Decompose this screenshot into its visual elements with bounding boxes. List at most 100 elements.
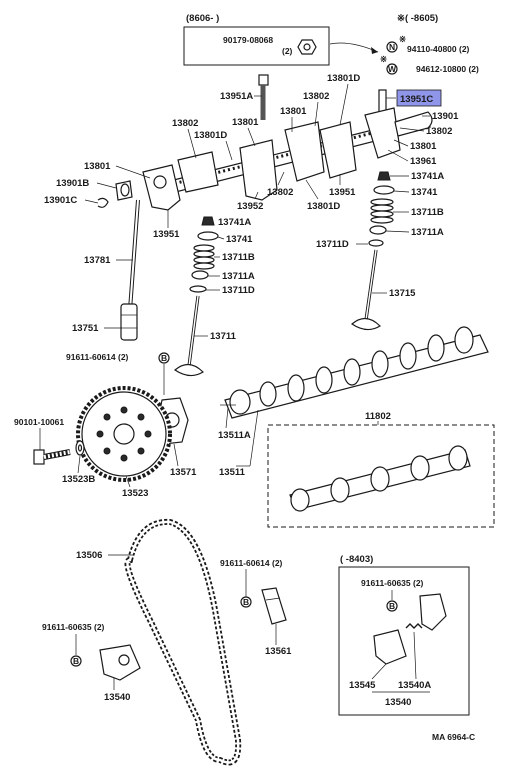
adjusting-screw-stud <box>258 74 269 120</box>
seal-right <box>368 239 384 247</box>
figure-code: MA 6964-C <box>432 732 475 742</box>
part-13511A[interactable]: 13511A <box>218 430 251 441</box>
part-13741A-a[interactable]: 13741A <box>218 217 251 228</box>
inset-box-bottom <box>338 566 470 716</box>
part-13801-b[interactable]: 13801 <box>232 117 259 128</box>
spring-seat-left <box>191 270 209 280</box>
part-13741-a[interactable]: 13741 <box>226 234 253 245</box>
part-13951-a[interactable]: 13951 <box>329 187 356 198</box>
bolt-90101-10061 <box>33 449 71 465</box>
part-13802-b[interactable]: 13802 <box>172 118 198 129</box>
part-13711A-a[interactable]: 13711A <box>222 271 255 282</box>
part-13711[interactable]: 13711 <box>210 331 237 342</box>
part-13901C[interactable]: 13901C <box>44 195 77 206</box>
tensioner-13540-right <box>419 593 447 631</box>
intake-valve-13711 <box>174 295 204 377</box>
clip-13901C-icon <box>97 197 109 208</box>
star-mark-1: ※ <box>399 34 406 44</box>
part-13715[interactable]: 13715 <box>389 288 416 299</box>
part-13540A[interactable]: 13540A <box>398 680 431 691</box>
part-91611-60614-b[interactable]: 91611-60614 (2) <box>220 558 283 568</box>
part-90179-08068-qty: (2) <box>282 46 293 56</box>
tensioner-13540-left <box>99 644 141 681</box>
w-marker-icon: W <box>386 63 398 75</box>
retainer-right <box>373 185 395 195</box>
rocker-arm-6 <box>364 107 401 159</box>
damper-13561 <box>261 587 287 625</box>
part-13511[interactable]: 13511 <box>219 467 246 478</box>
part-13801D-b[interactable]: 13801D <box>194 130 227 141</box>
part-13741A-b[interactable]: 13741A <box>411 171 444 182</box>
part-13961[interactable]: 13961 <box>410 156 437 167</box>
part-13711A-b[interactable]: 13711A <box>411 227 444 238</box>
part-13802-c[interactable]: 13802 <box>426 126 452 137</box>
part-13801-d[interactable]: 13801 <box>84 161 111 172</box>
n-marker-icon: N <box>386 41 398 53</box>
part-13801D-c[interactable]: 13801D <box>307 201 340 212</box>
lifter-13751 <box>120 303 138 341</box>
rocker-arm-2 <box>177 151 219 193</box>
part-13781[interactable]: 13781 <box>84 255 111 266</box>
highlighted-part-box <box>396 89 442 107</box>
nut-icon <box>297 39 317 55</box>
part-13801-a[interactable]: 13801 <box>280 106 307 117</box>
part-13711B-a[interactable]: 13711B <box>222 252 255 263</box>
part-13523[interactable]: 13523 <box>122 488 148 499</box>
timing-gear-13523 <box>76 386 172 482</box>
camshaft-alt <box>289 445 471 512</box>
b-marker-icon-1: B <box>158 352 170 364</box>
part-94612-10800[interactable]: 94612-10800 (2) <box>416 64 479 74</box>
star-mark-2: ※ <box>380 54 387 64</box>
part-91611-60635-b[interactable]: 91611-60635 (2) <box>361 578 424 588</box>
part-13540-a[interactable]: 13540 <box>104 692 130 703</box>
part-13741-b[interactable]: 13741 <box>411 187 438 198</box>
date-range-top: (8606- ) <box>186 13 219 24</box>
part-13952[interactable]: 13952 <box>237 201 263 212</box>
part-13951A[interactable]: 13951A <box>220 91 253 102</box>
part-13802-a[interactable]: 13802 <box>303 91 329 102</box>
svg-text:N: N <box>389 42 395 52</box>
part-13951C[interactable]: 13951C <box>400 94 433 105</box>
part-13801-c[interactable]: 13801 <box>410 141 437 152</box>
leader-arrow <box>329 42 379 53</box>
svg-text:B: B <box>73 656 79 666</box>
retainer-lock-right <box>377 171 391 181</box>
exhaust-valve-13715 <box>351 249 381 331</box>
svg-text:B: B <box>161 353 167 363</box>
part-13801D-a[interactable]: 13801D <box>327 73 360 84</box>
part-11802[interactable]: 11802 <box>365 411 391 422</box>
spring-seat-right <box>369 225 387 235</box>
rocker-arm-5 <box>319 121 357 179</box>
part-13523B[interactable]: 13523B <box>62 474 95 485</box>
b-marker-icon-4: B <box>386 600 398 612</box>
svg-text:B: B <box>389 601 395 611</box>
part-94110-40800[interactable]: 94110-40800 (2) <box>407 44 470 54</box>
part-13802-d[interactable]: 13802 <box>267 187 293 198</box>
part-13540-b[interactable]: 13540 <box>385 697 411 708</box>
part-91611-60635-a[interactable]: 91611-60635 (2) <box>42 622 105 632</box>
rocker-arm-3 <box>239 139 278 201</box>
part-13901B[interactable]: 13901B <box>56 178 89 189</box>
part-13901[interactable]: 13901 <box>432 111 459 122</box>
retainer-lock-left <box>201 216 215 226</box>
b-marker-icon-3: B <box>70 655 82 667</box>
seal-left <box>189 285 207 293</box>
part-13571[interactable]: 13571 <box>170 467 197 478</box>
part-13711B-b[interactable]: 13711B <box>411 207 444 218</box>
inset-box-top <box>183 26 330 66</box>
part-91611-60614-a[interactable]: 91611-60614 (2) <box>66 352 129 362</box>
part-13711D-a[interactable]: 13711D <box>222 285 255 296</box>
part-13506[interactable]: 13506 <box>76 550 102 561</box>
part-90179-08068[interactable]: 90179-08068 <box>223 35 273 45</box>
date-range-bottom: ( -8403) <box>340 554 373 565</box>
part-13545[interactable]: 13545 <box>349 680 376 691</box>
part-90101-10061[interactable]: 90101-10061 <box>14 417 64 427</box>
pushrod-13781 <box>128 199 140 311</box>
rocker-arm-1 <box>142 164 181 211</box>
svg-text:W: W <box>388 64 397 74</box>
part-13951-b[interactable]: 13951 <box>153 229 180 240</box>
part-13711D-b[interactable]: 13711D <box>316 239 349 250</box>
part-13751[interactable]: 13751 <box>72 323 99 334</box>
part-13561[interactable]: 13561 <box>265 646 292 657</box>
